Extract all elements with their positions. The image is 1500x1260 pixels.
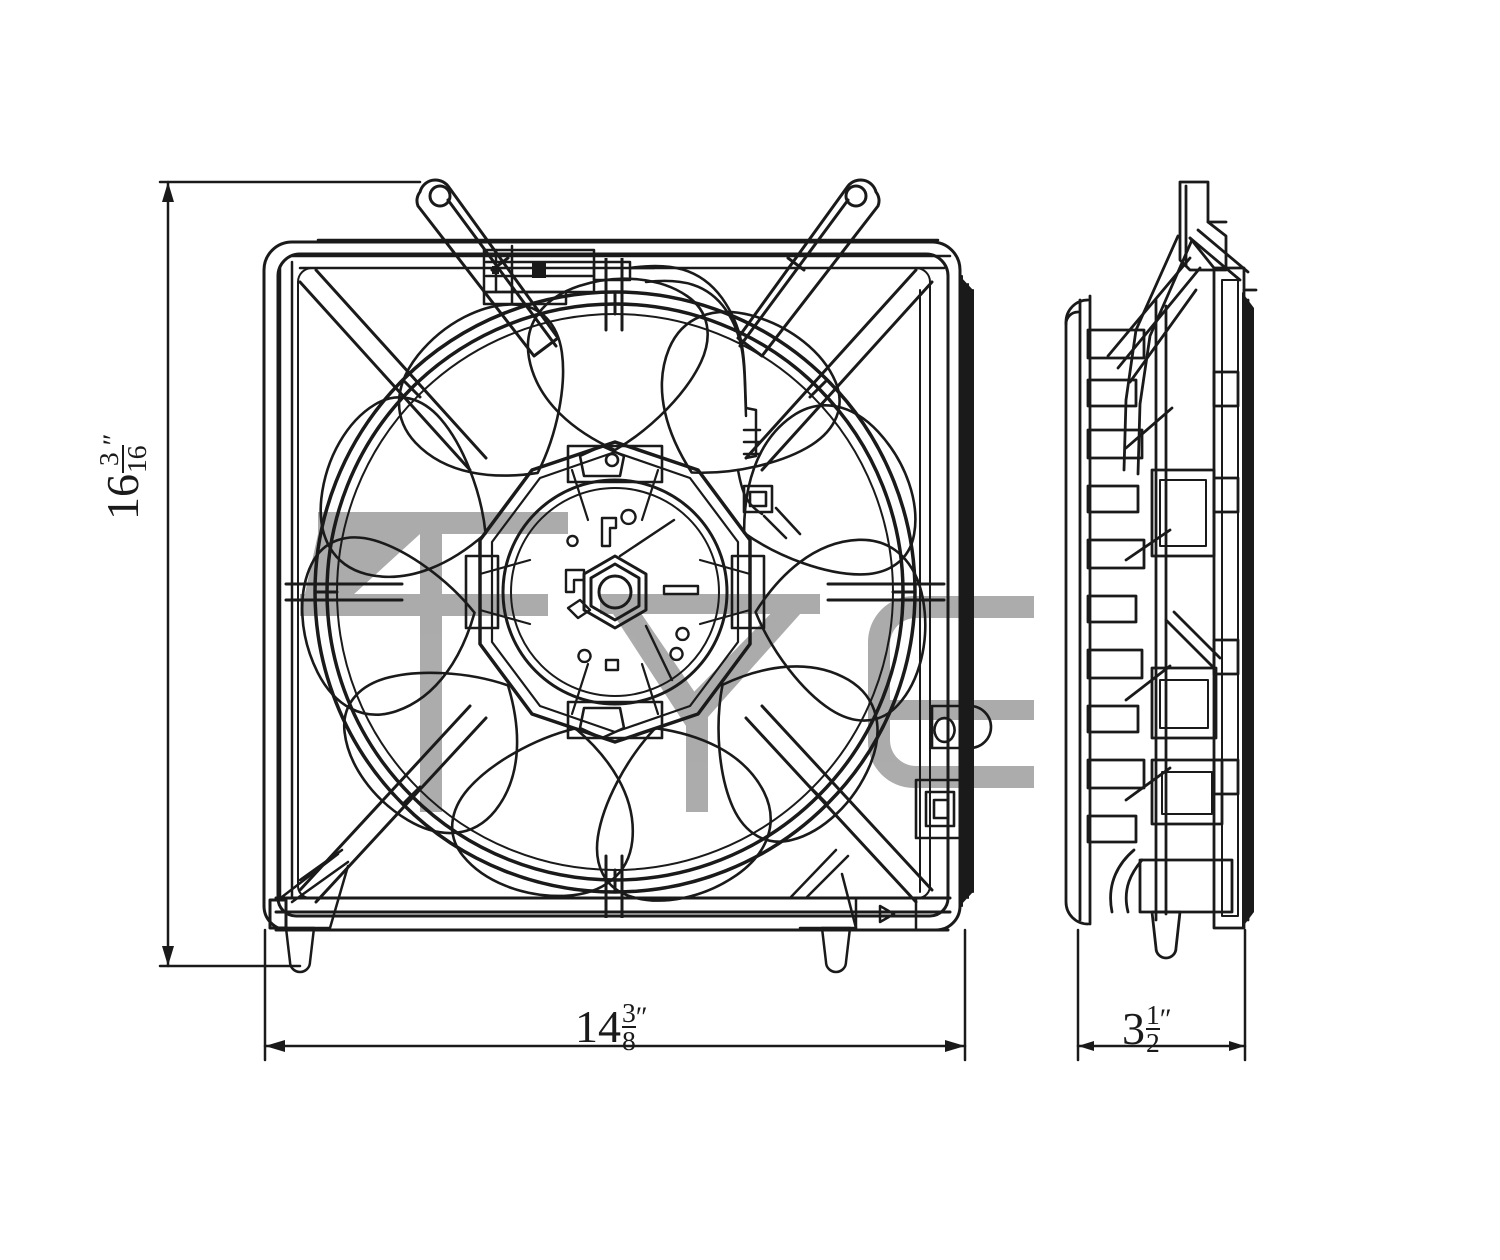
shroud-web-ribs xyxy=(284,258,946,918)
mounting-foot-left xyxy=(284,926,316,974)
fan-center-disc xyxy=(501,478,729,706)
dimension-width-denominator: 8 xyxy=(622,1025,636,1057)
hub-bracket-bottom xyxy=(566,700,664,740)
motor-lead xyxy=(742,484,802,540)
side-view xyxy=(1064,180,1258,960)
mounting-bracket-right xyxy=(736,178,881,358)
shroud-ring-spokes xyxy=(313,290,917,894)
dimension-height-numerator: 3 xyxy=(93,452,125,467)
shroud-left-rail xyxy=(278,260,294,902)
hub-bracket-left xyxy=(464,554,500,630)
hub-hex-nut xyxy=(582,554,648,630)
harness-connector xyxy=(482,244,656,306)
dimension-height-denominator: 16 xyxy=(121,445,153,473)
fan-hub-webs xyxy=(478,468,752,716)
dimension-depth-denominator: 2 xyxy=(1146,1027,1160,1059)
bottom-right-gusset xyxy=(788,848,918,932)
shroud-right-edge xyxy=(960,275,974,907)
dimension-lines xyxy=(158,180,1247,1062)
mounting-bracket-left xyxy=(415,178,560,358)
dimension-width-unit: ″ xyxy=(635,1002,648,1034)
dimension-depth-numerator: 1 xyxy=(1146,999,1160,1031)
dimension-height-unit: ″ xyxy=(98,433,130,446)
dimension-height-whole: 16 xyxy=(97,474,148,520)
dimension-width-numerator: 3 xyxy=(622,997,636,1029)
hub-bracket-right xyxy=(730,554,766,630)
dimension-depth-unit: ″ xyxy=(1159,1004,1172,1036)
shroud-bottom-rail xyxy=(268,896,952,932)
shroud-latch-upper xyxy=(930,704,993,750)
dimension-arrowheads xyxy=(162,182,1245,1052)
shroud-latch-lower xyxy=(914,778,966,840)
dimension-depth-whole: 3 xyxy=(1122,1003,1145,1054)
mounting-foot-right xyxy=(820,926,852,974)
front-view-shroud xyxy=(262,240,962,932)
dimension-width-whole: 14 xyxy=(575,1001,621,1052)
hub-molded-marks xyxy=(564,508,700,682)
hub-bracket-top xyxy=(566,444,664,484)
fan-blades xyxy=(300,277,927,902)
